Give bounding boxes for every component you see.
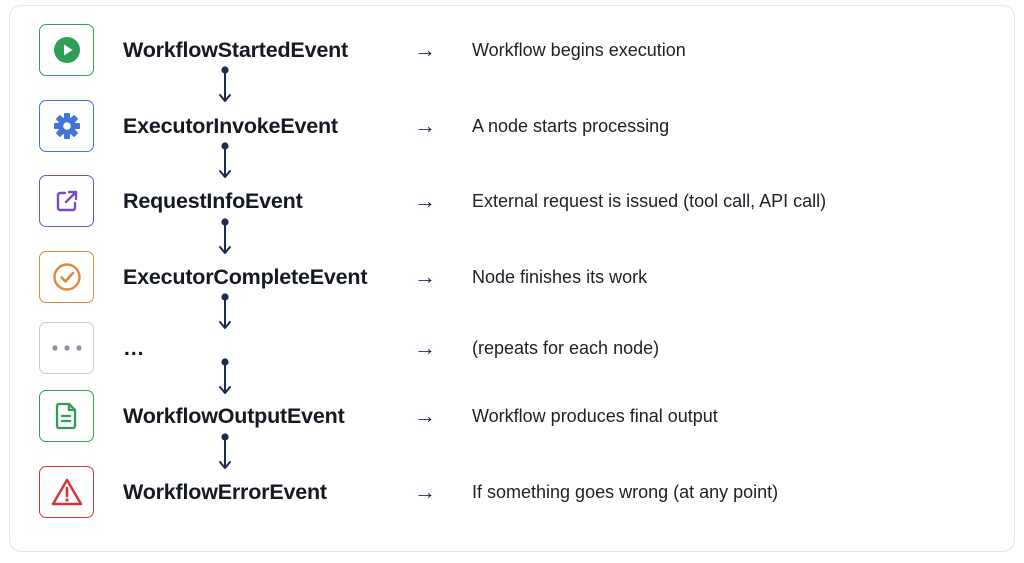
flow-connector-arrow [219, 433, 231, 469]
event-row-workflow-started: WorkflowStartedEvent → Workflow begins e… [0, 24, 1024, 76]
icon-box [39, 466, 94, 518]
event-description: External request is issued (tool call, A… [472, 191, 827, 211]
ellipsis-icon [51, 345, 82, 351]
icon-box [39, 390, 94, 442]
event-name: ExecutorCompleteEvent [123, 265, 368, 289]
right-arrow-icon: → [414, 479, 436, 504]
right-arrow-icon: → [414, 335, 436, 360]
event-name: RequestInfoEvent [123, 189, 303, 213]
icon-box [39, 251, 94, 303]
event-description: A node starts processing [472, 116, 670, 136]
right-arrow-icon: → [414, 113, 436, 138]
document-icon [55, 402, 76, 430]
icon-box [39, 100, 94, 152]
external-link-icon [56, 190, 77, 212]
play-icon [53, 37, 80, 63]
right-arrow-icon: → [414, 188, 436, 213]
flow-connector-arrow [219, 66, 231, 102]
event-name: WorkflowOutputEvent [123, 404, 345, 428]
event-name: WorkflowStartedEvent [123, 38, 348, 62]
event-row-workflow-error: WorkflowErrorEvent → If something goes w… [0, 466, 1024, 518]
event-description: Node finishes its work [472, 267, 648, 287]
check-circle-icon [52, 263, 81, 291]
flow-connector-arrow [219, 142, 231, 178]
flow-connector-arrow [219, 218, 231, 254]
event-description: Workflow produces final output [472, 406, 718, 426]
icon-box [39, 24, 94, 76]
icon-box [39, 322, 94, 374]
event-row-repeat: … → (repeats for each node) [0, 322, 1024, 374]
event-row-executor-invoke: ExecutorInvokeEvent → A node starts proc… [0, 100, 1024, 152]
event-flow-card [9, 5, 1015, 552]
right-arrow-icon: → [414, 403, 436, 428]
icon-box [39, 175, 94, 227]
right-arrow-icon: → [414, 37, 436, 62]
flow-connector-arrow [219, 293, 231, 329]
right-arrow-icon: → [414, 264, 436, 289]
event-row-executor-complete: ExecutorCompleteEvent → Node finishes it… [0, 251, 1024, 303]
event-name: ExecutorInvokeEvent [123, 114, 338, 138]
gear-icon [53, 113, 80, 139]
event-description: If something goes wrong (at any point) [472, 482, 779, 502]
event-row-request-info: RequestInfoEvent → External request is i… [0, 175, 1024, 227]
flow-connector-arrow [219, 358, 231, 394]
event-name: WorkflowErrorEvent [123, 480, 327, 504]
event-description: Workflow begins execution [472, 40, 686, 60]
event-row-workflow-output: WorkflowOutputEvent → Workflow produces … [0, 390, 1024, 442]
event-name-ellipsis: … [123, 336, 145, 360]
event-description: (repeats for each node) [472, 338, 660, 358]
warning-icon [51, 478, 82, 506]
